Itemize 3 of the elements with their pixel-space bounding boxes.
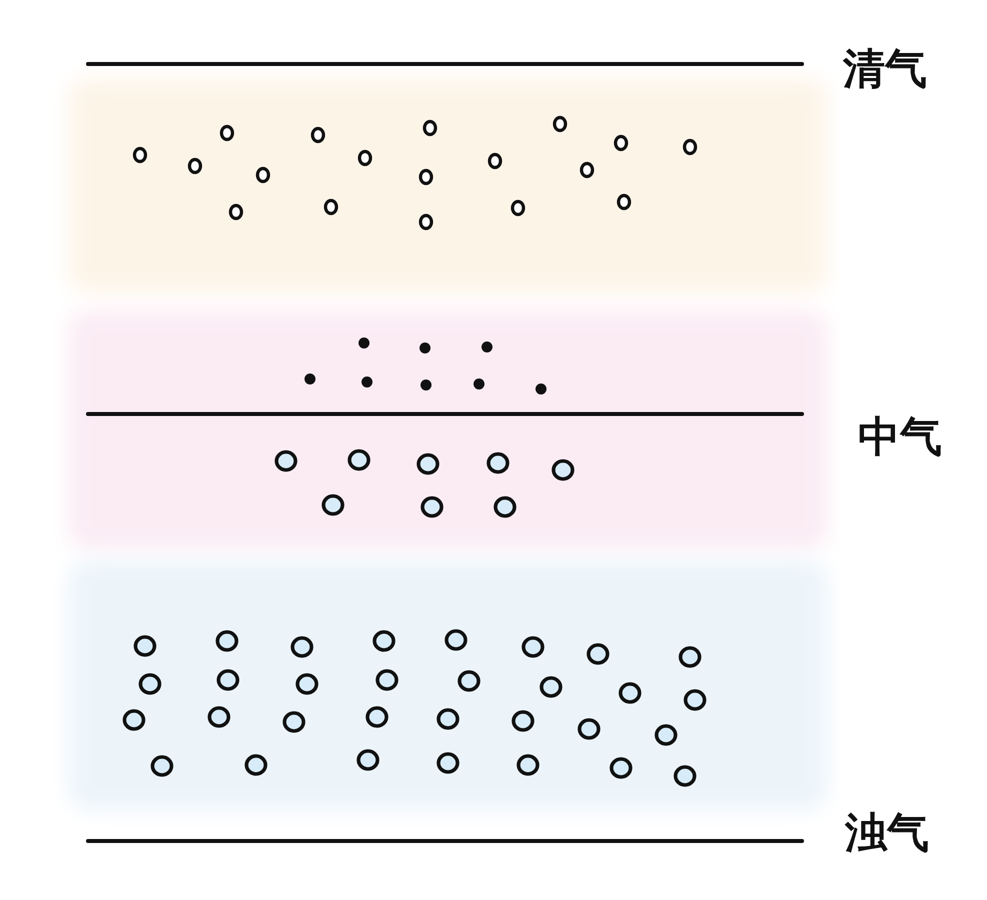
- layer-label: 浊气: [845, 812, 929, 854]
- layer-label: 中气: [858, 416, 942, 458]
- layer-label: 清气: [843, 48, 927, 90]
